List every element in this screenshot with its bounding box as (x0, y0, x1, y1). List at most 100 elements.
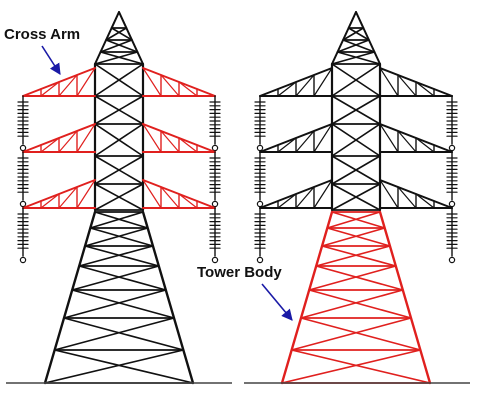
shaft-brace (94, 95, 144, 125)
shaft-brace (331, 63, 381, 97)
conductor-clamp (211, 200, 219, 208)
body-brace (300, 289, 404, 319)
cross-arm-brace (379, 67, 399, 97)
body-brace (326, 227, 391, 247)
body-brace (290, 349, 431, 384)
conductor-clamp (19, 200, 27, 208)
cross-arm-brace (76, 179, 96, 209)
body-brace (78, 245, 154, 267)
body-brace (326, 211, 381, 229)
body-brace (78, 265, 167, 291)
cross-arm-brace (277, 81, 297, 97)
body-brace (89, 227, 154, 247)
cross-arm-brace (178, 81, 198, 97)
peak-brace (336, 51, 381, 65)
body-brace (308, 289, 412, 319)
body-brace (84, 245, 160, 267)
cross-arm-brace (313, 123, 333, 153)
conductor-clamp (448, 200, 456, 208)
cross-arm-brace (58, 130, 78, 153)
conductor-clamp (19, 256, 27, 264)
shaft-brace (331, 95, 381, 125)
body-brace (53, 349, 194, 384)
cross-arm-brace (40, 81, 60, 97)
cross-arm-brace (379, 123, 399, 153)
body-brace (44, 349, 185, 384)
body-brace (315, 245, 391, 267)
peak-brace (105, 27, 128, 41)
body-brace (71, 289, 175, 319)
peak-brace (336, 39, 370, 53)
body-brace (84, 227, 149, 247)
conductor-clamp (256, 200, 264, 208)
peak-brace (99, 51, 144, 65)
cross-arm-brace (142, 123, 162, 153)
tower-body-label: Tower Body (197, 264, 282, 281)
body-brace (281, 349, 422, 384)
shaft-brace (94, 123, 144, 157)
shaft-brace (94, 63, 144, 97)
peak-brace (342, 27, 365, 41)
cross-arm-brace (178, 137, 198, 153)
body-leg (141, 210, 195, 385)
body-leg (43, 210, 97, 385)
conductor-clamp (256, 256, 264, 264)
body-brace (321, 245, 397, 267)
cross-arm-arrow (41, 45, 61, 75)
body-leg (280, 210, 334, 385)
body-brace (321, 227, 386, 247)
body-brace (71, 265, 160, 291)
cross-arm-brace (76, 67, 96, 97)
cross-arm-brace (397, 74, 417, 97)
body-brace (53, 317, 175, 351)
body-brace (89, 211, 144, 229)
cross-arm-label: Cross Arm (4, 26, 81, 43)
cross-arm-brace (295, 74, 315, 97)
peak-brace (99, 39, 133, 53)
cross-arm-brace (142, 179, 162, 209)
conductor-clamp (19, 144, 27, 152)
body-leg (378, 210, 432, 385)
body-brace (308, 265, 397, 291)
shaft-brace (331, 123, 381, 157)
cross-arm-brace (379, 179, 399, 209)
cross-arm-brace (397, 186, 417, 209)
conductor-clamp (211, 144, 219, 152)
cross-arm-brace (40, 137, 60, 153)
cross-arm-brace (415, 137, 435, 153)
body-brace (300, 317, 422, 351)
shaft-brace (331, 155, 381, 185)
peak-brace (105, 39, 139, 53)
shaft-brace (94, 155, 144, 185)
cross-arm-brace (40, 193, 60, 209)
cross-arm-brace (295, 130, 315, 153)
body-brace (63, 289, 167, 319)
conductor-clamp (448, 144, 456, 152)
tower-body-arrow (261, 283, 293, 321)
cross-arm-brace (160, 186, 180, 209)
tower-right (254, 11, 458, 385)
cross-arm-brace (160, 130, 180, 153)
cross-arm-brace (415, 193, 435, 209)
cross-arm-brace (160, 74, 180, 97)
body-brace (290, 317, 412, 351)
cross-arm-brace (415, 81, 435, 97)
body-brace (94, 211, 149, 229)
cross-arm-brace (295, 186, 315, 209)
cross-arm-brace (58, 74, 78, 97)
body-brace (315, 265, 404, 291)
peak-brace (110, 27, 133, 41)
conductor-clamp (448, 256, 456, 264)
peak-brace (110, 11, 120, 29)
peak-brace (347, 27, 370, 41)
peak-brace (347, 11, 357, 29)
cross-arm-brace (313, 179, 333, 209)
cross-arm-brace (142, 67, 162, 97)
peak-brace (342, 39, 376, 53)
cross-arm-brace (313, 67, 333, 97)
body-brace (331, 211, 386, 229)
cross-arm-brace (58, 186, 78, 209)
body-brace (63, 317, 185, 351)
conductor-clamp (256, 144, 264, 152)
